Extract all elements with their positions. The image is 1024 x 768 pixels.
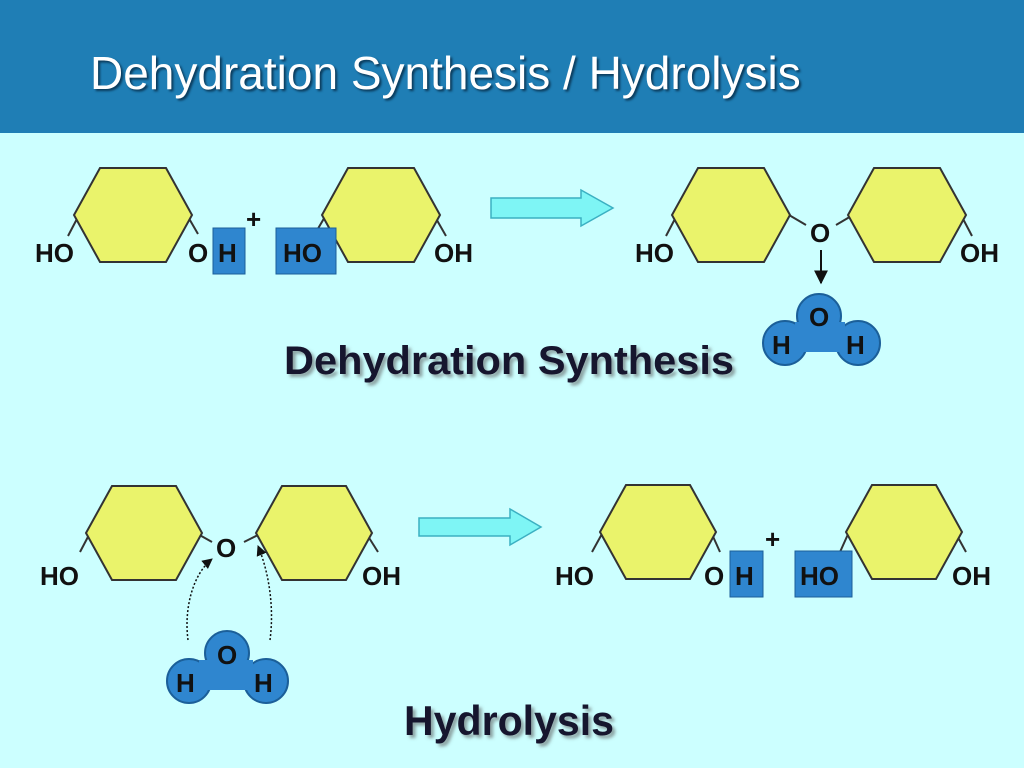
- dehydration-reactant-left: HO O H +: [35, 167, 261, 275]
- h-label: H: [218, 238, 237, 268]
- hydrolysis-caption: Hydrolysis: [404, 697, 614, 744]
- ho-label: HO: [40, 561, 79, 591]
- dehydration-caption: Dehydration Synthesis: [284, 339, 734, 383]
- hydrolysis-product-right: HO OH: [794, 484, 991, 598]
- sugar-ring: [254, 485, 374, 581]
- hydrolysis-reactant: HO O OH: [40, 485, 401, 641]
- title-bar: Dehydration Synthesis / Hydrolysis: [0, 0, 1024, 133]
- water-o-label: O: [217, 640, 237, 670]
- water-h-label: H: [772, 330, 791, 360]
- reaction-arrow: [490, 188, 615, 228]
- ho-label: HO: [635, 238, 674, 268]
- sugar-ring: [320, 167, 442, 263]
- ho-label: HO: [800, 561, 839, 591]
- water-molecule: O H H: [762, 293, 881, 366]
- o-bridge-label: O: [216, 533, 236, 563]
- oh-label: OH: [960, 238, 999, 268]
- o-label: O: [188, 238, 208, 268]
- sugar-ring: [72, 167, 194, 263]
- oh-label: OH: [434, 238, 473, 268]
- attack-arrow-right: [256, 545, 273, 641]
- water-h-label: H: [176, 668, 195, 698]
- plus-sign: +: [246, 204, 261, 234]
- sugar-ring: [670, 167, 792, 263]
- ho-highlight-box: [794, 550, 853, 598]
- reaction-arrow: [418, 507, 543, 547]
- o-bridge-label: O: [810, 218, 830, 248]
- plus-sign: +: [765, 524, 780, 554]
- water-o-label: O: [809, 302, 829, 332]
- sugar-ring: [846, 167, 968, 263]
- h-highlight-box: [212, 227, 246, 275]
- ho-label: HO: [35, 238, 74, 268]
- h-label: H: [735, 561, 754, 591]
- sugar-ring: [598, 484, 718, 580]
- ho-label: HO: [283, 238, 322, 268]
- slide-title: Dehydration Synthesis / Hydrolysis: [90, 47, 801, 99]
- hydrolysis-product-left: HO O H +: [555, 484, 780, 598]
- oh-label: OH: [362, 561, 401, 591]
- ho-highlight-box: [275, 227, 337, 275]
- sugar-ring: [84, 485, 204, 581]
- water-h-label: H: [846, 330, 865, 360]
- ho-label: HO: [555, 561, 594, 591]
- o-label: O: [704, 561, 724, 591]
- attack-arrow-left: [186, 558, 213, 641]
- dehydration-reactant-right: HO OH: [275, 167, 473, 275]
- sugar-ring: [844, 484, 964, 580]
- water-h-label: H: [254, 668, 273, 698]
- dehydration-product: HO O OH: [635, 167, 999, 285]
- h-highlight-box: [729, 550, 764, 598]
- oh-label: OH: [952, 561, 991, 591]
- water-molecule: O H H: [166, 630, 289, 704]
